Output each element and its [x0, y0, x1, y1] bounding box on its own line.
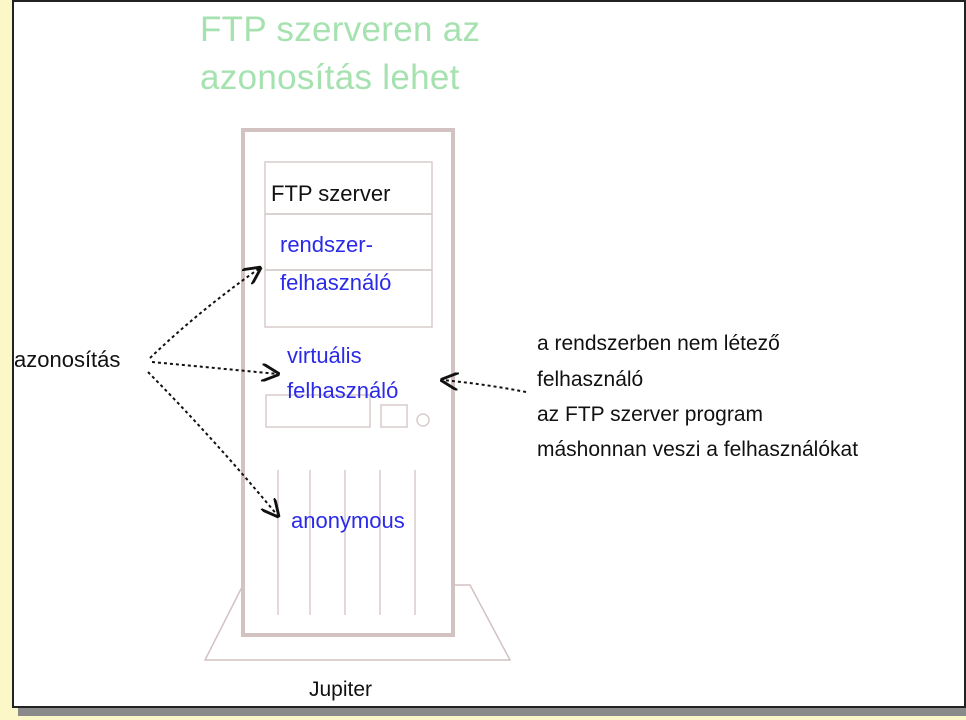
- bay-2: [264, 269, 433, 328]
- system-user-label-line1: rendszer-: [280, 232, 373, 257]
- note-line4: máshonnan veszi a felhasználókat: [537, 438, 859, 461]
- note-line1: a rendszerben nem létező: [537, 332, 780, 355]
- virtual-user-label-line1: virtuális: [287, 343, 362, 368]
- server-name-label: Jupiter: [309, 678, 373, 701]
- anonymous-label: anonymous: [291, 508, 405, 533]
- note-line2: felhasználó: [537, 368, 644, 391]
- arrow-to-system-user: [149, 268, 260, 359]
- arrow-from-note: [442, 380, 527, 393]
- virtual-user-label-line2: felhasználó: [287, 378, 399, 403]
- arrow-to-virtual-user: [151, 361, 278, 374]
- system-user-label-line2: felhasználó: [280, 270, 392, 295]
- slide-frame: [12, 0, 966, 708]
- authentication-label: azonosítás: [14, 347, 121, 372]
- front-slot: [265, 394, 371, 428]
- arrow-to-anonymous: [147, 371, 278, 516]
- slide-title-line1: FTP szerveren az: [200, 10, 481, 49]
- server-header-label: FTP szerver: [271, 181, 391, 206]
- note-line3: az FTP szerver program: [537, 403, 764, 426]
- power-led: [416, 413, 430, 427]
- front-button: [380, 404, 408, 428]
- vent-stripes: [277, 470, 416, 615]
- slide-title-line2: azonosítás lehet: [200, 58, 460, 97]
